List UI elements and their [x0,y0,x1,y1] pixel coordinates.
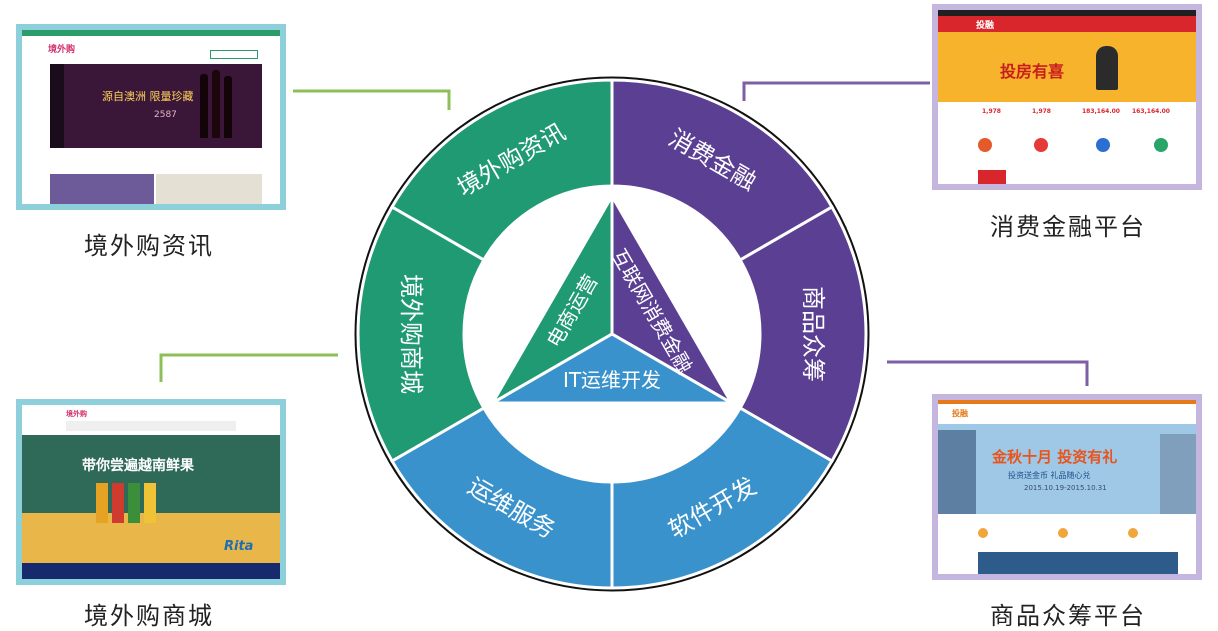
news-logo: 境外购 [48,45,76,55]
crowd-stats-row [978,526,1178,540]
crowd-logo: 投融 [952,409,968,418]
mall-logo: 境外购 [66,410,87,418]
finance-bottom-tile [978,170,1006,184]
inner-segment-it[interactable] [490,332,734,405]
finance-stat: 1,978 [1032,108,1051,115]
connector-news [293,89,451,110]
crowd-banner-date: 2015.10.19-2015.10.31 [1024,484,1107,492]
finance-stat: 163,164.00 [1132,108,1170,115]
news-banner: 源自澳洲 限量珍藏 2587 [50,64,262,148]
thumbnail-mall-site[interactable]: 境外购 带你尝遍越南鲜果 Rita [16,399,286,585]
mall-searchbar [66,421,236,431]
mall-banner: 带你尝遍越南鲜果 Rita [22,435,280,563]
crowd-banner: 金秋十月 投资有礼 投资送金币 礼品随心兑 2015.10.19-2015.10… [938,424,1196,514]
mall-banner-text: 带你尝遍越南鲜果 [82,458,194,474]
crowd-banner-subtext: 投资送金币 礼品随心兑 [1008,471,1091,480]
connector-finance [742,81,930,101]
finance-banner-text: 投房有喜 [1000,62,1065,81]
finance-topbar [938,10,1196,16]
news-product-bottles [156,174,262,204]
finance-stat: 183,164.00 [1082,108,1120,115]
connector-mall [159,353,338,382]
outer-label-mall: 境外购商城 [397,274,425,394]
caption-crowd: 商品众筹平台 [990,602,1146,630]
finance-stats-row: 1,978 1,978 183,164.00 163,164.00 [982,108,1182,120]
thumbnail-news-site[interactable]: 境外购 源自澳洲 限量珍藏 2587 [16,24,286,210]
outer-label-crowd: 商品众筹 [799,286,827,382]
news-topbar [22,30,280,36]
connector-crowd [887,360,1089,386]
finance-logo: 投融 [976,21,995,31]
crowd-topbar [938,400,1196,404]
thumbnail-finance-site[interactable]: 投融 投房有喜 1,978 1,978 183,164.00 163,164.00 [932,4,1202,190]
news-search-box [210,50,258,59]
news-banner-text: 源自澳洲 限量珍藏 [102,90,194,103]
crowd-banner-text: 金秋十月 投资有礼 [992,448,1118,466]
caption-news: 境外购资讯 [84,232,214,260]
finance-stat: 1,978 [982,108,1001,115]
crowd-bottom-panel [978,552,1178,574]
finance-banner: 投房有喜 [938,32,1196,102]
caption-finance: 消费金融平台 [990,213,1146,241]
finance-feature-row [978,136,1178,158]
news-product-flowers [50,174,154,204]
thumbnail-crowd-site[interactable]: 投融 金秋十月 投资有礼 投资送金币 礼品随心兑 2015.10.19-2015… [932,394,1202,580]
mall-price-strip [22,563,280,579]
inner-label-it: IT运维开发 [563,368,661,392]
mall-brand: Rita [224,539,254,554]
finance-navbar: 投融 [938,16,1196,32]
news-banner-price: 2587 [154,110,177,120]
caption-mall: 境外购商城 [84,602,214,630]
